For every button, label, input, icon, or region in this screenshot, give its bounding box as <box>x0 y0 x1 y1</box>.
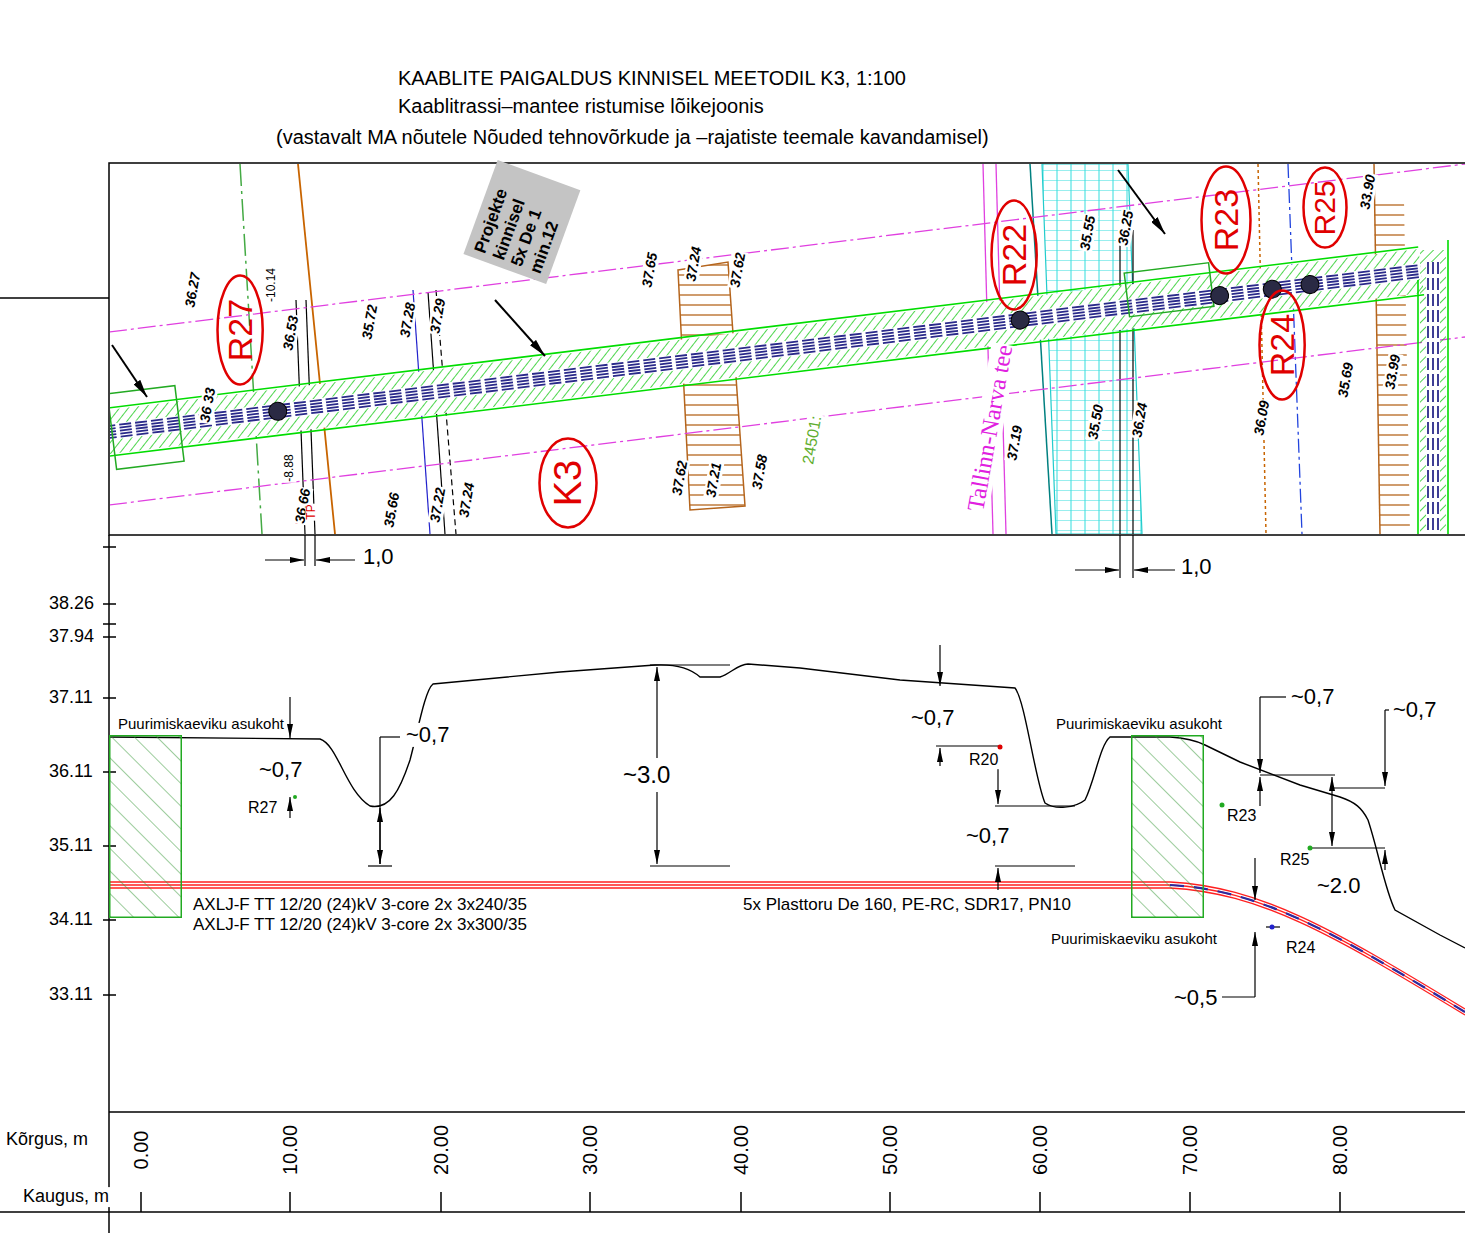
distance-tick: 50.00 <box>879 1124 901 1176</box>
note-text: Projekte kinnisel 5x De 1 min.12 <box>471 168 574 276</box>
point-tag: R20 <box>968 751 999 769</box>
drawing-subtitle: Kaablitrassi–mantee ristumise lõikejooni… <box>397 95 765 117</box>
dimension: ~0,7 <box>258 758 303 782</box>
drilling-pit: Puurimiskaeviku asukoht <box>1131 735 1204 918</box>
distance-tick: 20.00 <box>430 1124 452 1176</box>
dimension: 1,0 <box>1180 555 1213 579</box>
distance-tick: 80.00 <box>1329 1124 1351 1176</box>
axis-title: Kaugus, m <box>22 1187 110 1207</box>
axis-title: Kõrgus, m <box>5 1130 89 1150</box>
elevation-tick: 34.11 <box>48 910 94 930</box>
ellipse-outline <box>540 439 597 528</box>
callout-ellipse: R27 <box>216 274 264 386</box>
callout-ellipse: R24 <box>1258 289 1306 401</box>
plan-view <box>110 164 1465 534</box>
pit-hatch <box>1132 736 1204 918</box>
ellipse-outline <box>217 276 262 385</box>
distance-tick: 30.00 <box>579 1124 601 1176</box>
coordinate-note: -10.14 <box>265 267 278 303</box>
elevation-value: 37.65 <box>639 250 661 289</box>
elevation-tick: 38.26 <box>48 594 95 614</box>
pit-label: Puurimiskaeviku asukoht <box>117 715 285 732</box>
distance-tick: 60.00 <box>1029 1124 1051 1176</box>
cable-label: AXLJ-F TT 12/20 (24)kV 3-core 2x 3x300/3… <box>192 916 528 935</box>
elevation-tick: 33.11 <box>48 985 94 1005</box>
elevation-tick: 37.11 <box>48 688 94 708</box>
pit-hatch <box>109 735 182 918</box>
point-tag: TP <box>305 503 318 520</box>
dimension: ~2.0 <box>1316 874 1361 898</box>
callout-number: R22 <box>997 224 1031 286</box>
point-tag: R23 <box>1226 807 1257 825</box>
cable-label: AXLJ-F TT 12/20 (24)kV 3-core 2x 3x240/3… <box>192 896 528 915</box>
ellipse-outline <box>1259 291 1304 400</box>
point-tag: R25 <box>1279 851 1310 869</box>
ellipse-outline <box>1202 167 1251 274</box>
callout-number: K3 <box>549 460 587 506</box>
elevation-value: 37.22 <box>427 485 449 524</box>
elevation-tick: 36.11 <box>48 762 94 782</box>
callout-ellipse: R25 <box>1302 166 1348 249</box>
callout-ellipse: R23 <box>1200 165 1252 275</box>
drawing-title: KAABLITE PAIGALDUS KINNISEL MEETODIL K3,… <box>397 67 907 89</box>
dimension: ~3.0 <box>622 762 671 788</box>
pit-label: Puurimiskaeviku asukoht <box>1055 715 1223 732</box>
elevation-value: 37.62 <box>727 250 749 289</box>
elevation-value: 35.66 <box>381 490 403 529</box>
parcel-id: 24501: <box>799 413 825 466</box>
elevation-value: 36.53 <box>280 313 302 352</box>
ellipse-outline <box>991 201 1036 310</box>
elevation-value: 37.58 <box>749 452 771 491</box>
callout-number: R24 <box>1265 314 1299 376</box>
elevation-value: 36.09 <box>1251 398 1273 437</box>
dimension: ~0,7 <box>405 723 450 747</box>
elevation-value: 37.29 <box>427 296 449 335</box>
point-tag: R24 <box>1285 939 1316 957</box>
callout-number: R25 <box>1310 180 1340 235</box>
elevation-value: 37.19 <box>1004 423 1026 462</box>
elevation-value: 35.69 <box>1335 360 1357 399</box>
ellipse-outline <box>1304 168 1347 248</box>
distance-tick: 70.00 <box>1179 1124 1201 1176</box>
pit-hatch <box>1131 735 1204 918</box>
ground-line <box>109 664 1465 948</box>
profile-frame <box>0 535 1465 1233</box>
elevation-tick: 37.94 <box>48 627 95 647</box>
callout-number: R27 <box>223 299 257 361</box>
dimension: ~0,7 <box>1392 698 1437 722</box>
pit-hatch <box>110 736 182 918</box>
dimension: 1,0 <box>362 545 395 569</box>
callout-number: R23 <box>1209 189 1243 251</box>
dimension: ~0,7 <box>910 706 955 730</box>
distance-tick: 40.00 <box>730 1124 752 1176</box>
elevation-value: 37.24 <box>456 480 478 519</box>
distance-tick: 0.00 <box>130 1130 152 1171</box>
distance-tick: 10.00 <box>279 1124 301 1176</box>
pit-label: Puurimiskaeviku asukoht <box>1050 931 1218 948</box>
elevation-value: 36.27 <box>182 270 204 309</box>
elevation-tick: 35.11 <box>48 836 94 856</box>
coordinate-note: -8.88 <box>283 453 296 482</box>
dimension: ~0,5 <box>1173 986 1218 1010</box>
note-box: Projekte kinnisel 5x De 1 min.12 <box>463 160 580 284</box>
elevation-value: 35.72 <box>359 302 381 341</box>
drilling-pit: Puurimiskaeviku asukoht <box>109 735 182 918</box>
dimension: ~0,7 <box>1290 685 1335 709</box>
elevation-value: 36.24 <box>1129 400 1151 439</box>
drawing-subtitle: (vastavalt MA nõutele Nõuded tehnovõrkud… <box>275 126 990 148</box>
conduit-label: 5x Plasttoru De 160, PE-RC, SDR17, PN10 <box>742 896 1072 915</box>
callout-ellipse: R22 <box>990 199 1038 311</box>
dimension: ~0,7 <box>965 824 1010 848</box>
point-tag: R27 <box>247 799 278 817</box>
elevation-value: 37.62 <box>669 458 691 497</box>
callout-ellipse: K3 <box>538 437 598 529</box>
cable-line <box>109 882 1465 1015</box>
